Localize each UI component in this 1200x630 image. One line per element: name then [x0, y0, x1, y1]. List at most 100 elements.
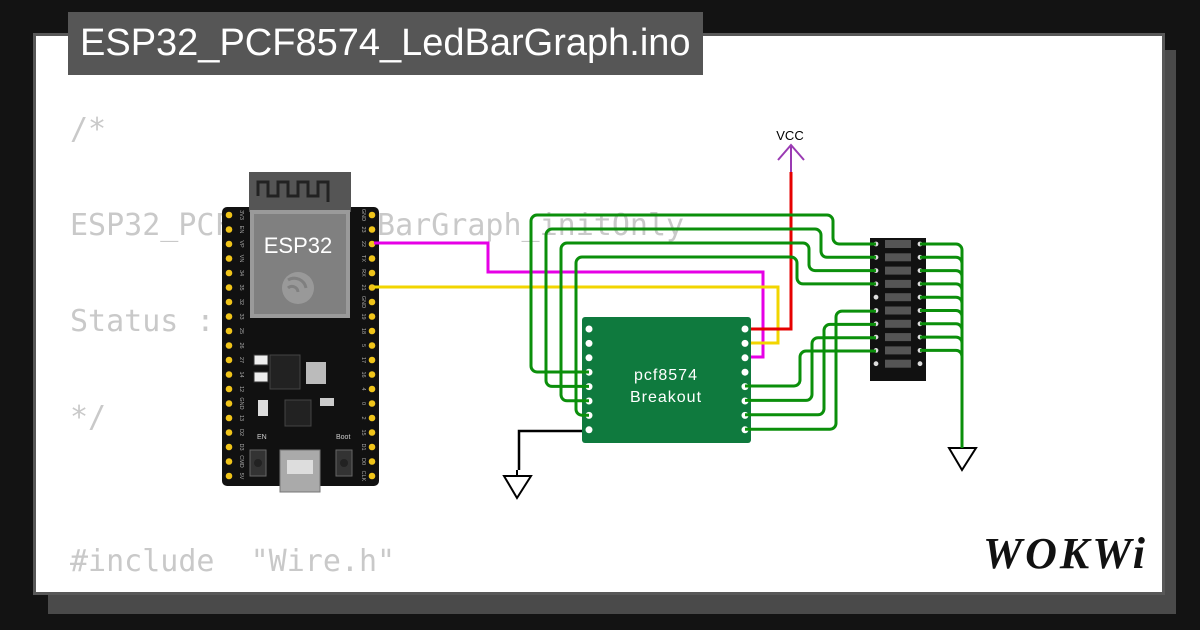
esp32-pin-label: 32	[238, 299, 244, 305]
code-line: */	[70, 400, 107, 435]
esp32-pin-label: 21	[360, 284, 366, 290]
esp32-pin-label: 3V3	[238, 210, 244, 220]
bar-segment	[885, 240, 911, 248]
esp32-pin-label: EN	[238, 226, 244, 234]
pcf-pin-right	[741, 325, 749, 333]
esp32-pin-label: 19	[360, 313, 366, 319]
esp32-pin	[368, 255, 376, 262]
esp32-pin-label: 15	[360, 429, 366, 435]
led-wire	[559, 241, 876, 403]
esp32-pin-label: 35	[238, 284, 244, 290]
esp32-pin	[225, 240, 233, 248]
esp32-pin-label: RX	[360, 269, 366, 277]
boot-label: Boot	[336, 434, 350, 441]
bar-segment	[885, 319, 911, 328]
pcf-pin-left	[585, 325, 593, 333]
esp32-pin	[225, 458, 233, 465]
bar-segment	[885, 306, 911, 315]
esp32-pin-label: VP	[238, 240, 244, 248]
pcf-pin-right	[741, 354, 749, 362]
led-bar-graph	[870, 238, 926, 381]
pcf-pin-right	[741, 339, 749, 347]
ground-symbol-left	[502, 470, 533, 500]
esp32-pin-label: 33	[238, 313, 244, 319]
esp32-pin-label: 12	[238, 386, 244, 392]
esp32-pin	[225, 269, 233, 277]
esp32-pin	[225, 356, 233, 364]
bar-pin-left	[873, 294, 879, 300]
esp32-pin	[368, 458, 376, 465]
esp32-pin	[368, 298, 376, 306]
esp32-pin	[368, 327, 376, 335]
pcf8574-breakout: pcf8574 Breakout	[582, 317, 751, 443]
esp32-pin-label: D3	[238, 443, 244, 450]
gnd-led-wire	[920, 322, 964, 336]
esp32-pin-label: 17	[360, 357, 366, 363]
bar-segment	[885, 253, 911, 262]
esp32-pin	[225, 429, 233, 436]
pcf-pin-right	[741, 368, 749, 376]
esp32-pin	[368, 313, 376, 320]
esp32-pin-label: D1	[360, 443, 366, 450]
esp32-pin	[225, 472, 233, 480]
code-line: Status :	[70, 304, 215, 339]
esp32-pin	[368, 429, 376, 436]
esp32-pin	[225, 284, 233, 291]
esp32-pin-label: 5V	[238, 473, 244, 480]
esp32-pin-label: 0	[360, 402, 366, 405]
vcc-wire	[748, 172, 793, 331]
en-label: EN	[257, 434, 267, 441]
bar-pin-right	[917, 361, 923, 367]
esp32-pin-label: CLK	[360, 471, 366, 482]
esp32-pin	[225, 414, 233, 422]
pcf-label-1: pcf8574	[634, 367, 698, 384]
esp32-pin-label: 22	[360, 241, 366, 247]
esp32-pin	[368, 443, 376, 451]
bar-segment	[885, 359, 911, 368]
ground-symbol-right	[947, 447, 978, 472]
esp32-pin-label: 25	[238, 328, 244, 334]
esp32-pin-label: GND	[360, 209, 366, 221]
esp32-pin	[368, 400, 376, 407]
esp32-pin	[225, 255, 233, 262]
esp32-pin-label: 14	[238, 371, 244, 377]
esp32-pin-label: D0	[360, 458, 366, 465]
pcf-pin-left	[585, 339, 593, 347]
esp32-pin	[368, 472, 376, 480]
gnd-led-wire	[920, 295, 964, 310]
pcf-label-2: Breakout	[630, 389, 702, 406]
esp32-pin-label: GND	[360, 296, 366, 308]
esp32-pin-label: VN	[238, 255, 244, 263]
antenna	[249, 172, 351, 212]
esp32-pin	[225, 298, 233, 306]
led-wire	[544, 227, 876, 388]
esp32-pin-label: 27	[238, 357, 244, 363]
esp32-label: ESP32	[264, 233, 333, 258]
esp32-pin-label: 16	[360, 371, 366, 377]
esp32-left-pins: 3V3ENVPVN343532332526271412GND13D2D3CMD5…	[225, 210, 244, 480]
esp32-pin	[368, 269, 376, 277]
esp32-pin-label: 4	[360, 387, 366, 390]
esp32-pin	[225, 211, 233, 219]
bar-segment	[885, 279, 911, 288]
esp32-pin	[225, 385, 233, 393]
pcf-pin-left	[585, 426, 593, 434]
gnd-led-wire	[920, 242, 964, 256]
pcf-pin-left	[585, 354, 593, 362]
esp32-pin	[225, 313, 233, 320]
gnd-led-wire	[920, 335, 964, 350]
esp32-pin	[225, 327, 233, 335]
esp32-pin-label: 13	[238, 415, 244, 421]
esp32-pin	[368, 371, 376, 378]
esp32-board: ESP32 3V3ENVPVN343532332526271412GND13D2…	[222, 172, 379, 493]
led-wire	[745, 349, 876, 388]
led-wire	[745, 336, 876, 402]
esp32-pin-label: GND	[238, 397, 244, 409]
esp32-pin	[368, 356, 376, 364]
esp32-pin	[225, 443, 233, 451]
gnd-led-wire	[920, 255, 964, 270]
sketch-title: ESP32_PCF8574_LedBarGraph.ino	[80, 22, 691, 64]
led-wire	[529, 213, 876, 374]
